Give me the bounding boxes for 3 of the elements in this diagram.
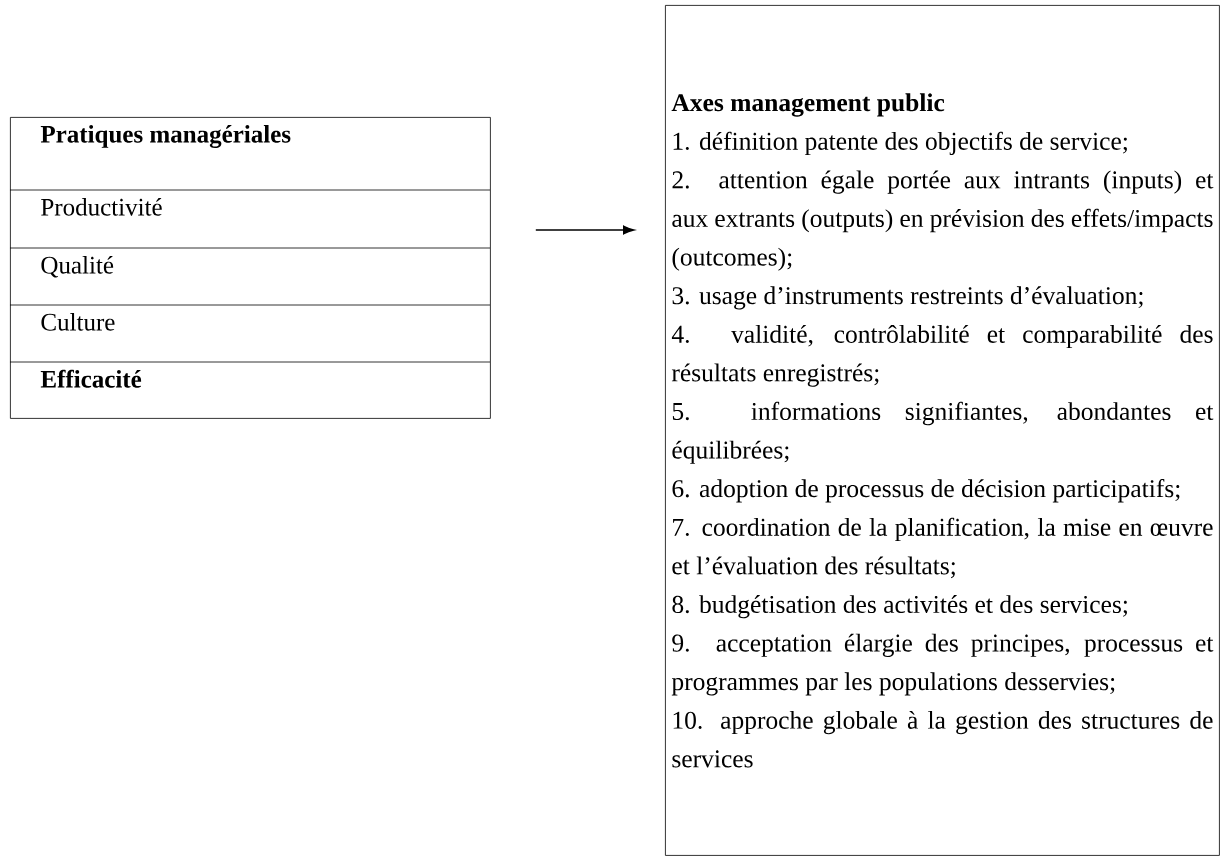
table-box: Pratiques managériales Productivité Qualité Culture Efficacité bbox=[10, 117, 491, 419]
arrow bbox=[535, 225, 635, 235]
text-box: Axes management public 1. définition patente des objectifs de service; 2. attention égale portée aux intrants (inputs) et aux extrants (outputs) en prévision des effets/impacts (outcomes); 3. usage d’instruments restreints d’évaluation; 4. validité, contrôlabilité et comparabilité des résultats enregistrés; 5. informations signifiantes, abondantes et équilibrées; 6. adoption de processus de décision participatifs; 7. coordination de la planification, la mise en œuvre et l’évaluation des résultats; 8. budgétisation des activités et des services; 9. acceptation élargie des principes, processus et programmes par les populations desservies; 10. approche globale à la gestion des structures de services bbox=[665, 5, 1220, 856]
